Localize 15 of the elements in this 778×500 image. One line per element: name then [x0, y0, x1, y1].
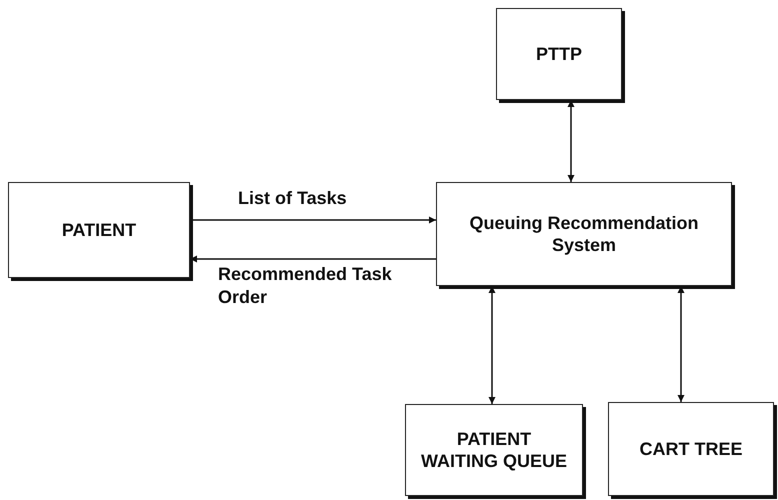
process-box [436, 182, 732, 286]
arrow [568, 100, 574, 182]
process-box [496, 8, 622, 100]
arrow [488, 286, 496, 404]
arrow [190, 216, 436, 224]
arrow [678, 286, 684, 402]
process-box [405, 404, 583, 496]
box-label: Queuing Recommendation System [468, 212, 700, 256]
process-box [8, 182, 190, 278]
box-label: CART TREE [640, 438, 742, 460]
box-label: PATIENT WAITING QUEUE [420, 428, 568, 472]
process-box [608, 402, 774, 496]
box-label: PATIENT [62, 218, 136, 242]
arrow [190, 256, 436, 262]
box-label: PTTP [536, 42, 582, 66]
